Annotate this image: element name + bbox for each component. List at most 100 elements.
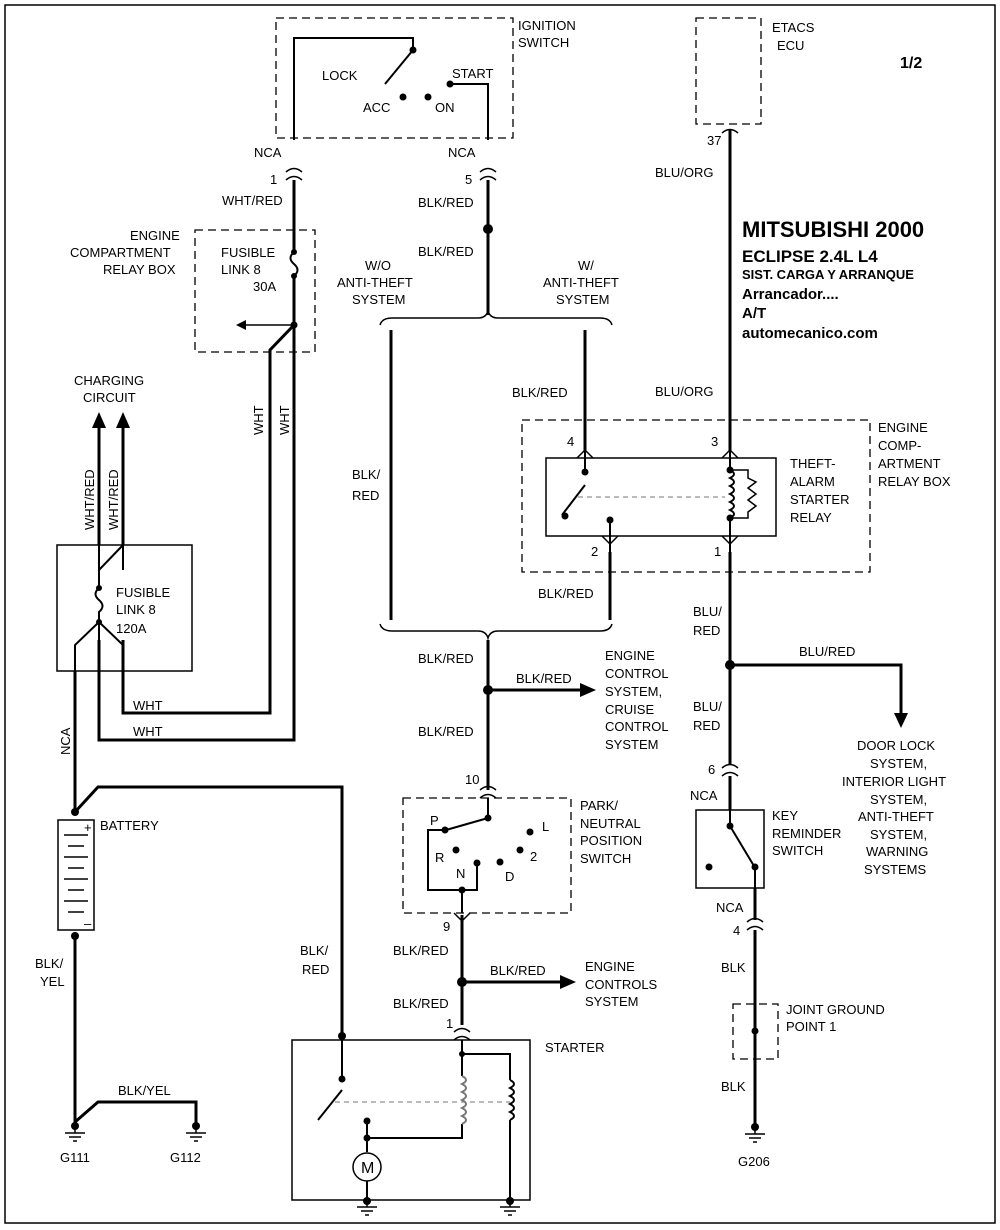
ground-g111-icon — [65, 1122, 85, 1142]
header-model: ECLIPSE 2.4L L4 — [742, 247, 878, 266]
pn-name-2: NEUTRAL — [580, 816, 641, 831]
arrow-charging-1 — [92, 412, 106, 428]
wire-blu-org-1: BLU/ORG — [655, 165, 714, 180]
fuse30-name-1: FUSIBLE — [221, 245, 276, 260]
ec-l3: SYSTEM — [585, 994, 638, 1009]
wire-blu-red-b1: BLU/ — [693, 699, 722, 714]
wire-nca-key-bottom: NCA — [716, 900, 744, 915]
door-lock-l1: DOOR LOCK — [857, 738, 935, 753]
wire-wht-v2: WHT — [277, 405, 292, 435]
w-anti-theft-2: ANTI-THEFT — [543, 275, 619, 290]
relay-box-right: ENGINE COMP- ARTMENT RELAY BOX THEFT- AL… — [521, 419, 951, 573]
joint-ground-point: JOINT GROUND POINT 1 — [732, 1002, 885, 1060]
wire-blk-red-c6: BLK/RED — [393, 996, 449, 1011]
wire-blu-red-a1: BLU/ — [693, 604, 722, 619]
ground-g112-icon — [186, 1122, 206, 1142]
wire-blu-red-h: BLU/RED — [799, 644, 855, 659]
wire-blk-2: BLK — [721, 1079, 746, 1094]
pin-1-ign: 1 — [270, 172, 277, 187]
relay-name-1: THEFT- — [790, 456, 836, 471]
key-reminder-switch: KEY REMINDER SWITCH — [695, 808, 841, 889]
wire-nca-ign-right: NCA — [448, 145, 476, 160]
fuse30-name-2: LINK 8 — [221, 262, 261, 277]
header-circuit: Arrancador.... — [742, 286, 839, 303]
page-number: 1/2 — [900, 55, 922, 72]
fusible-link-120a: FUSIBLE LINK 8 120A — [56, 544, 193, 672]
arrow-door-lock — [894, 713, 908, 728]
relay-name-3: STARTER — [790, 492, 849, 507]
battery-minus: – — [84, 916, 92, 931]
door-lock-l5: ANTI-THEFT — [858, 809, 934, 824]
starter-pin: 1 — [446, 1016, 453, 1031]
battery-plus: + — [84, 820, 92, 835]
wire-blk-red-starter-1: BLK/ — [300, 943, 329, 958]
key-name-1: KEY — [772, 808, 798, 823]
relay-pin-2: 2 — [591, 544, 598, 559]
wire-blu-red-a2: RED — [693, 623, 720, 638]
relay-box-right-name-1: ENGINE — [878, 420, 928, 435]
header-system: SIST. CARGA Y ARRANQUE — [742, 267, 914, 282]
relay-name-2: ALARM — [790, 474, 835, 489]
arrow-charging-2 — [116, 412, 130, 428]
fuse120-name-2: LINK 8 — [116, 602, 156, 617]
wire-wht-h1: WHT — [133, 698, 163, 713]
ecs-l4: CRUISE — [605, 702, 654, 717]
ecs-l2: CONTROL — [605, 666, 669, 681]
pn-r: R — [435, 850, 444, 865]
wire-battery-starter — [73, 785, 344, 1036]
key-name-3: SWITCH — [772, 843, 823, 858]
door-lock-l8: SYSTEMS — [864, 862, 926, 877]
pn-n: N — [456, 866, 465, 881]
brace-bottom — [379, 623, 613, 641]
header-make: MITSUBISHI 2000 — [742, 217, 924, 242]
wire-blk-red-c5: BLK/RED — [393, 943, 449, 958]
park-neutral-switch: P R N D 2 L PARK/ NEUTRAL POSITION SWITC… — [402, 797, 642, 914]
joint-ground-name-1: JOINT GROUND — [786, 1002, 885, 1017]
ecs-l3: SYSTEM, — [605, 684, 662, 699]
door-lock-l3: INTERIOR LIGHT — [842, 774, 946, 789]
ecs-l1: ENGINE — [605, 648, 655, 663]
wire-wht-h2: WHT — [133, 724, 163, 739]
door-lock-l7: WARNING — [866, 844, 928, 859]
ignition-switch: LOCK START ACC ON IGNITION SWITCH — [275, 17, 576, 140]
starter-ground-2-icon — [500, 1197, 520, 1216]
relay-name-4: RELAY — [790, 510, 832, 525]
w-anti-theft-1: W/ — [578, 258, 594, 273]
ign-start-label: START — [452, 66, 493, 81]
wire-blk-red-c4: BLK/RED — [418, 724, 474, 739]
fuse120-name-1: FUSIBLE — [116, 585, 171, 600]
wire-blk-red-starter-2: RED — [302, 962, 329, 977]
wire-blu-red-branch — [730, 663, 903, 715]
arrow-engine-controls — [560, 975, 576, 989]
starter-label: STARTER — [545, 1040, 604, 1055]
wire-wht-red-1: WHT/RED — [222, 193, 283, 208]
wire-wht-red-v1: WHT/RED — [82, 469, 97, 530]
ground-g112-label: G112 — [170, 1150, 201, 1165]
relay-pin-1: 1 — [714, 544, 721, 559]
wire-blk-red-c3: BLK/RED — [418, 651, 474, 666]
relay-pin-4: 4 — [567, 434, 574, 449]
connector-1-ign — [285, 167, 303, 181]
etacs-ecu: ETACS ECU 37 — [695, 17, 815, 148]
pn-pin-bottom: 9 — [443, 919, 450, 934]
wo-anti-theft-1: W/O — [365, 258, 391, 273]
ecs-l5: CONTROL — [605, 719, 669, 734]
page-border — [4, 4, 996, 1224]
engine-relay-box-top: ENGINE COMPARTMENT RELAY BOX FUSIBLE LIN… — [70, 228, 316, 353]
ec-l2: CONTROLS — [585, 977, 658, 992]
door-lock-l2: SYSTEM, — [870, 756, 927, 771]
fuse120-name-3: 120A — [116, 621, 147, 636]
battery: + – BATTERY — [57, 808, 159, 940]
charging-name-2: CIRCUIT — [83, 390, 136, 405]
wo-anti-theft-2: ANTI-THEFT — [337, 275, 413, 290]
wire-blk-red-w-out: BLK/RED — [538, 586, 594, 601]
wire-blk-yel-1: BLK/ — [35, 956, 64, 971]
relay-box-top-name-1: ENGINE — [130, 228, 180, 243]
wo-anti-theft-3: SYSTEM — [352, 292, 405, 307]
wire-nca-key-top: NCA — [690, 788, 718, 803]
w-anti-theft-3: SYSTEM — [556, 292, 609, 307]
key-name-2: REMINDER — [772, 826, 841, 841]
key-pin-top: 6 — [708, 762, 715, 777]
pn-l: L — [542, 819, 549, 834]
ec-l1: ENGINE — [585, 959, 635, 974]
